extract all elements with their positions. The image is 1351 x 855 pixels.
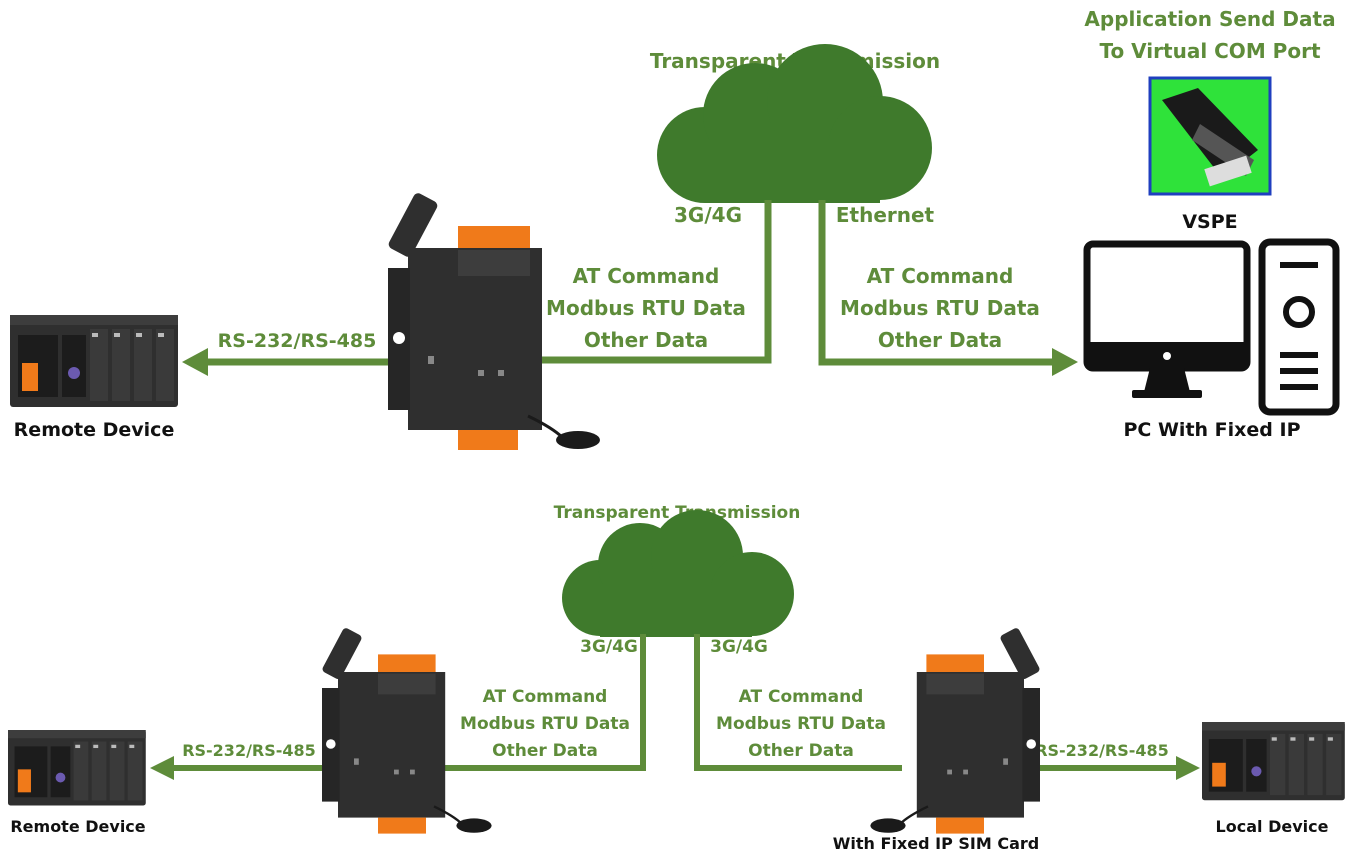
bottom-right-modem-icon: [869, 625, 1043, 835]
bottom-left-data-3: Other Data: [492, 741, 598, 761]
bottom-left-link-label: 3G/4G: [580, 637, 638, 657]
bottom-left-link-line: [440, 634, 646, 771]
bottom-left-serial-arrow-head: [150, 756, 174, 780]
top-right-data-2: Modbus RTU Data: [840, 296, 1040, 320]
tower-icon: [1258, 238, 1340, 416]
vspe-label: VSPE: [1182, 211, 1237, 233]
pc-label: PC With Fixed IP: [1123, 419, 1300, 441]
top-right-data-3: Other Data: [878, 328, 1002, 352]
top-right-data-1: AT Command: [867, 264, 1014, 288]
top-right-arrow-head: [1052, 348, 1078, 376]
bottom-right-data-2: Modbus RTU Data: [716, 714, 886, 734]
bottom-right-link-label: 3G/4G: [710, 637, 768, 657]
bottom-right-link-line: [694, 634, 902, 771]
top-left-data-3: Other Data: [584, 328, 708, 352]
bottom-left-data-2: Modbus RTU Data: [460, 714, 630, 734]
top-right-link-label: Ethernet: [836, 203, 935, 227]
top-left-link-label: 3G/4G: [674, 203, 742, 227]
vspe-icon: [1148, 76, 1272, 196]
bottom-remote-device-label: Remote Device: [10, 817, 145, 836]
app-line-1: Application Send Data: [1084, 7, 1335, 31]
bottom-cloud-icon: [562, 510, 794, 637]
bottom-cloud-title: Transparent Transmission: [554, 503, 801, 523]
bottom-right-serial-arrow-head: [1176, 756, 1200, 780]
top-left-data-1: AT Command: [573, 264, 720, 288]
top-right-link-line: [818, 200, 1052, 366]
top-remote-device-label: Remote Device: [14, 419, 175, 441]
top-remote-plc-icon: [10, 315, 178, 407]
sim-card-label: With Fixed IP SIM Card: [833, 834, 1039, 853]
top-serial-arrow-head: [182, 348, 208, 376]
bottom-right-data-1: AT Command: [739, 687, 864, 707]
bottom-right-serial-label: RS-232/RS-485: [1035, 741, 1169, 760]
top-serial-label: RS-232/RS-485: [218, 330, 377, 352]
bottom-local-plc-icon: [1202, 722, 1345, 801]
bottom-left-serial-label: RS-232/RS-485: [182, 741, 316, 760]
local-device-label: Local Device: [1216, 817, 1329, 836]
monitor-icon: [1083, 240, 1251, 398]
top-cloud-icon: [657, 44, 932, 203]
bottom-remote-plc-icon: [8, 730, 146, 806]
bottom-left-data-1: AT Command: [483, 687, 608, 707]
app-line-2: To Virtual COM Port: [1099, 39, 1320, 63]
top-left-data-2: Modbus RTU Data: [546, 296, 746, 320]
bottom-right-data-3: Other Data: [748, 741, 854, 761]
top-modem-icon: [385, 190, 602, 452]
top-left-link-line: [530, 200, 772, 364]
